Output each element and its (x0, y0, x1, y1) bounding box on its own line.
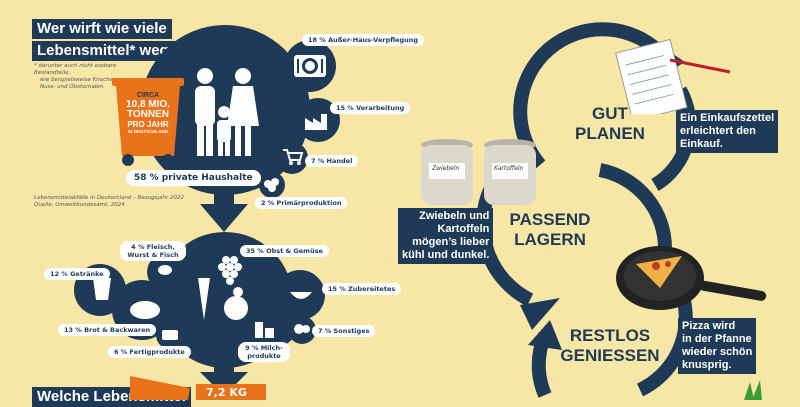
footnote-line: Nuss- und Obstschalen. (40, 84, 106, 90)
callout-plan-line: Ein Einkaufszettel (680, 112, 775, 124)
footnote-line: * darunter auch nicht essbare Bestandtei… (34, 63, 117, 76)
category-label-zubereitetes: 15 % Zubereitetes (322, 283, 402, 295)
step-restlos-geniessen: RESTLOS GENIESSEN (555, 326, 665, 366)
callout-eat: Pizza wird in der Pfanne wieder schön kn… (678, 318, 757, 374)
bin-line-5: IN DEUTSCHLAND (128, 129, 168, 134)
footnote: * darunter auch nicht essbare Bestandtei… (34, 63, 144, 91)
callout-store: Zwiebeln und Kartoffeln mögen’s lieber k… (398, 208, 494, 264)
step-plan-line-1: GUT (592, 104, 628, 123)
private-households-label: 58 % private Haushalte (126, 170, 261, 186)
callout-store-line: Kartoffeln (437, 223, 490, 235)
ready-meal-icon (162, 330, 178, 340)
callout-store-line: kühl und dunkel. (402, 249, 490, 261)
bottom-bin-icon (196, 384, 266, 400)
callout-eat-line: wieder schön (682, 346, 753, 358)
category-label-fertig: 6 % Fertigprodukte (108, 346, 191, 358)
step-store-line-1: PASSEND (509, 210, 591, 229)
jar-label-zwiebeln: Zwiebeln (432, 165, 460, 172)
bottom-bin-text: 7,2 KG (206, 386, 247, 399)
category-label-fleisch: 4 % Fleisch, Wurst & Fisch (120, 241, 186, 261)
cart-icon (283, 149, 304, 165)
category-label-brot: 13 % Brot & Backwaren (58, 324, 157, 336)
step-eat-line-1: RESTLOS (569, 326, 651, 345)
households-blob (74, 25, 340, 396)
bin-line-2: 10,8 MIO. (126, 99, 170, 110)
bin-line-1: CIRCA (136, 92, 160, 99)
category-label-obst-gemuese: 35 % Obst & Gemüse (240, 245, 329, 257)
footnote-line: wie beispielsweise Knochen, (40, 77, 119, 83)
sector-label-ausser-haus: 18 % Außer-Haus-Verpflegung (302, 34, 425, 46)
step-gut-planen: GUT PLANEN (565, 104, 655, 144)
bin-line-4: PRO JAHR (127, 120, 169, 129)
plate-icon (294, 55, 326, 77)
callout-store-line: Zwiebeln und (419, 210, 490, 222)
orange-tray-icon (130, 376, 190, 400)
title-line-2: Lebensmittel* weg? (32, 41, 183, 61)
title-line-1: Wer wirft wie viele (32, 19, 172, 39)
callout-store-line: mögen’s lieber (412, 236, 490, 248)
category-label-getraenke: 12 % Getränke (44, 268, 110, 280)
step-plan-line-2: PLANEN (575, 124, 645, 143)
source-line: Lebensmittelabfälle in Deutschland – Bez… (34, 195, 184, 201)
factory-icon (305, 114, 327, 130)
jar-label-kartoffeln: Kartoffeln (494, 165, 524, 172)
storage-jars-icon (421, 139, 536, 205)
callout-plan-line: erleichtert den (680, 125, 756, 137)
bread-icon (130, 301, 160, 319)
source-note: Lebensmittelabfälle in Deutschland – Bez… (34, 195, 184, 209)
logo-icon (744, 380, 762, 400)
fruit-vegetables-icon (198, 256, 248, 320)
category-label-sonstiges: 7 % Sonstiges (312, 325, 376, 337)
sector-label-handel: 7 % Handel (305, 155, 359, 167)
meat-fish-icon (158, 265, 172, 275)
callout-plan: Ein Einkaufszettel erleichtert den Einka… (676, 110, 779, 153)
sector-label-primaerproduktion: 2 % Primärproduktion (255, 197, 348, 209)
shopping-list-icon (615, 38, 731, 114)
step-store-line-2: LAGERN (514, 230, 586, 249)
sector-label-verarbeitung: 15 % Verarbeitung (330, 102, 411, 114)
family-icon (195, 68, 259, 156)
source-line: Quelle: Umweltbundesamt, 2024 (34, 202, 125, 208)
misc-icon (294, 324, 310, 334)
step-passend-lagern: PASSEND LAGERN (500, 210, 600, 250)
farm-icon (264, 178, 279, 192)
bin-line-3: TONNEN (126, 109, 170, 120)
bin-text: CIRCA 10,8 MIO. TONNEN PRO JAHR IN DEUTS… (116, 92, 180, 135)
callout-eat-line: knusprig. (682, 359, 732, 371)
step-eat-line-2: GENIESSEN (560, 346, 660, 365)
category-label-milch: 9 % Milch-produkte (238, 342, 290, 362)
dairy-icon (255, 322, 274, 338)
trash-bin-icon (112, 78, 184, 166)
callout-eat-line: Pizza wird (682, 320, 736, 332)
callout-plan-line: Einkauf. (680, 138, 723, 150)
main-title: Wer wirft wie viele Lebensmittel* weg? (32, 18, 183, 61)
callout-eat-line: in der Pfanne (682, 333, 752, 345)
pan-pizza-icon (616, 246, 767, 310)
prepared-meal-icon (290, 292, 312, 299)
